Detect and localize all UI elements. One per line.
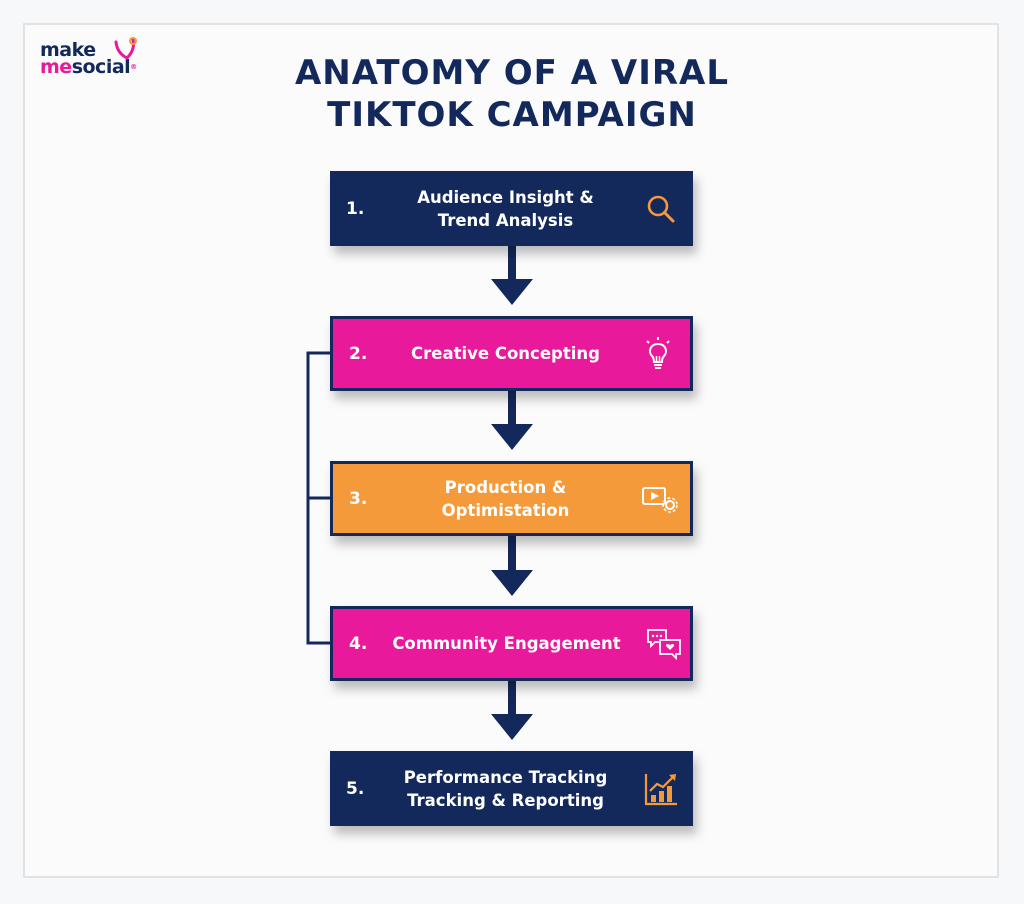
step-label-line-1: Community Engagement bbox=[392, 634, 621, 653]
arrow-down-1-2 bbox=[491, 245, 533, 305]
video-settings-icon bbox=[642, 486, 678, 513]
logo-line-1: make bbox=[40, 39, 96, 61]
arrow-down-2-3 bbox=[491, 390, 533, 450]
title-line-1: ANATOMY OF A VIRAL bbox=[294, 53, 730, 93]
arrow-down-4-5 bbox=[491, 680, 533, 740]
step-label: Audience Insight & Trend Analysis bbox=[378, 186, 633, 232]
title-line-2: TIKTOK CAMPAIGN bbox=[327, 95, 697, 135]
step-label: Creative Concepting bbox=[381, 342, 630, 365]
step-label: Community Engagement bbox=[373, 632, 640, 655]
registered-mark: ® bbox=[130, 63, 137, 71]
step-label-line-1: Production & bbox=[444, 477, 567, 497]
chat-bubbles-icon bbox=[647, 628, 681, 660]
step-number: 2. bbox=[349, 343, 368, 364]
lightbulb-icon bbox=[646, 336, 670, 369]
step-4-community-engagement: 4. Community Engagement bbox=[330, 606, 693, 681]
step-5-performance-tracking: 5. Performance Tracking Tracking & Repor… bbox=[330, 751, 693, 826]
step-label-line-1: Performance Tracking bbox=[403, 767, 608, 787]
arrow-down-3-4 bbox=[491, 536, 533, 596]
step-label-line-1: Creative Concepting bbox=[411, 344, 600, 363]
logo-line-2: mesocial® bbox=[40, 56, 137, 78]
step-3-production-optimisation: 3. Production & Optimistation bbox=[330, 461, 693, 536]
step-label-line-2: Optimistation bbox=[441, 500, 570, 520]
logo-rest: social bbox=[71, 56, 131, 78]
brand-logo: make mesocial® bbox=[40, 37, 137, 78]
step-2-creative-concepting: 2. Creative Concepting bbox=[330, 316, 693, 391]
step-number: 5. bbox=[346, 778, 365, 799]
bar-chart-growth-icon bbox=[644, 773, 677, 805]
step-label-line-1: Audience Insight & bbox=[417, 187, 594, 207]
search-icon bbox=[647, 195, 675, 222]
logo-heart-mark-icon bbox=[114, 37, 137, 60]
step-label-line-2: Tracking & Reporting bbox=[407, 790, 604, 810]
step-number: 4. bbox=[349, 633, 368, 654]
step-1-audience-insight: 1. Audience Insight & Trend Analysis bbox=[330, 171, 693, 246]
step-label: Performance Tracking Tracking & Reportin… bbox=[378, 766, 633, 812]
step-label-line-2: Trend Analysis bbox=[437, 210, 574, 230]
logo-accent: me bbox=[40, 56, 72, 78]
step-number: 3. bbox=[349, 488, 368, 509]
step-number: 1. bbox=[346, 198, 365, 219]
step-label: Production & Optimistation bbox=[381, 476, 630, 522]
